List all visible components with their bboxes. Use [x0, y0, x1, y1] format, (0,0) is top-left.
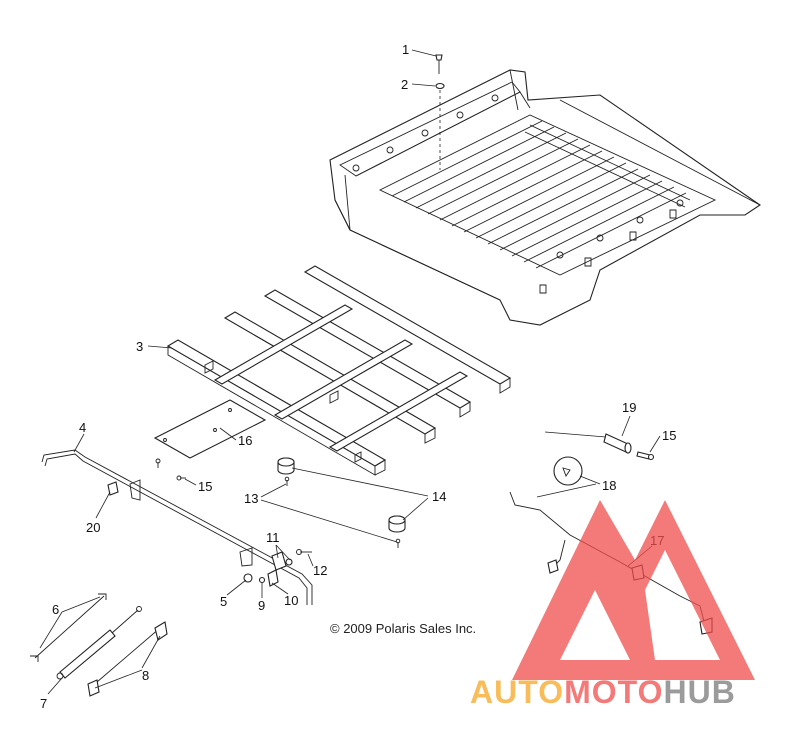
cargo-box: [329, 69, 761, 326]
bumper-part-14: [277, 457, 406, 533]
clamp-part-20: [107, 481, 119, 496]
callout-15-left: 15: [198, 479, 212, 494]
callout-15-right: 15: [662, 428, 676, 443]
washer-part-2: [435, 82, 445, 170]
callout-19: 19: [622, 400, 636, 415]
hardware-part-11: [271, 551, 293, 571]
box-frame-part-3: [166, 265, 512, 476]
callout-16: 16: [238, 433, 252, 448]
callout-4: 4: [79, 420, 86, 435]
callout-11: 11: [266, 530, 280, 545]
callout-12: 12: [313, 563, 327, 578]
screw-part-13: [284, 476, 401, 548]
watermark-logo: [512, 500, 755, 680]
callout-1: 1: [402, 42, 409, 57]
callout-13: 13: [244, 491, 258, 506]
callout-6: 6: [52, 602, 59, 617]
svg-text:AUTOMOTOHUB: AUTOMOTOHUB: [470, 674, 736, 710]
skid-plate-part-16: [153, 399, 267, 459]
copyright-notice: © 2009 Polaris Sales Inc.: [330, 621, 476, 636]
logo-triangle-mark: [512, 500, 755, 680]
leader-lines: [39, 49, 661, 695]
callout-7: 7: [40, 696, 47, 711]
watermark-text-auto: AUTO: [470, 674, 564, 710]
callout-20: 20: [86, 520, 100, 535]
bracket-part-8: [87, 621, 168, 697]
bolt-part-12: [296, 549, 312, 555]
callout-9: 9: [258, 598, 265, 613]
latch-part-18: [553, 456, 583, 486]
gas-spring-part-7: [56, 606, 142, 680]
hardware-part-10: [267, 569, 279, 587]
tie-rod-part-4: [41, 449, 313, 605]
callout-14: 14: [432, 489, 446, 504]
watermark-text-hub: HUB: [663, 674, 735, 710]
screw-part-15-right: [636, 451, 655, 461]
callout-5: 5: [220, 594, 227, 609]
callout-2: 2: [401, 77, 408, 92]
hardware-part-9: [258, 576, 266, 584]
pin-part-6: [30, 593, 107, 662]
callout-8: 8: [142, 668, 149, 683]
callout-18: 18: [602, 478, 616, 493]
bolt-part-1: [435, 54, 443, 74]
watermark-text-moto: MOTO: [564, 674, 663, 710]
handle-part-19: [544, 431, 632, 454]
callout-10: 10: [284, 593, 298, 608]
callout-3: 3: [136, 339, 143, 354]
screw-part-15-left: [155, 458, 186, 481]
